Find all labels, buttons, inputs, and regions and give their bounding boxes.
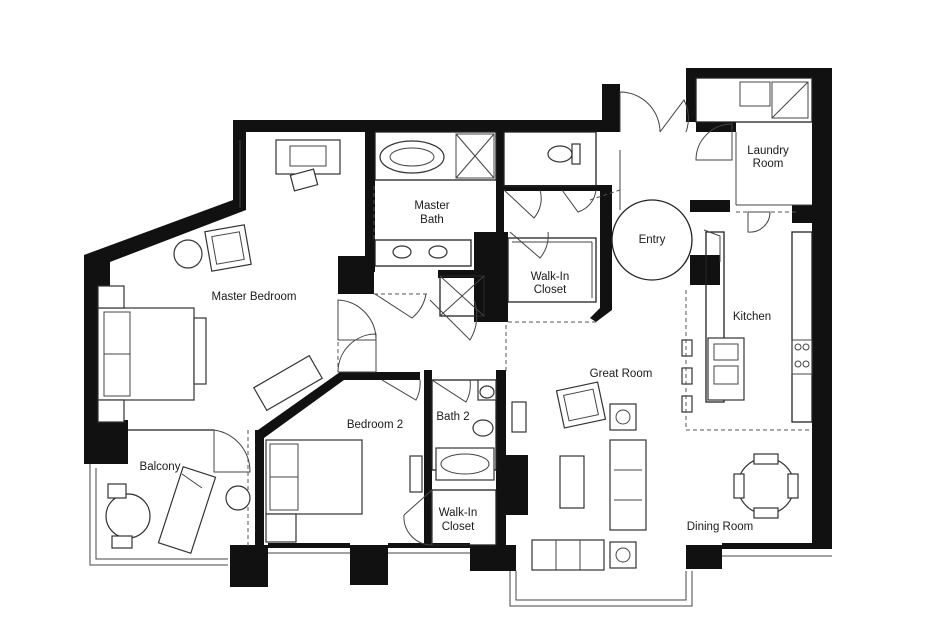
- bath-2-label: Bath 2: [436, 411, 469, 423]
- great-room-label: Great Room: [590, 368, 653, 380]
- dining-room-label: Dining Room: [687, 521, 753, 533]
- interior-lines: [89, 77, 832, 607]
- master-bath-label-line1: Master: [414, 200, 449, 212]
- structural-walls: [84, 68, 832, 587]
- door-swings: [213, 91, 771, 546]
- master-bedroom-label: Master Bedroom: [211, 291, 296, 303]
- furniture: [97, 139, 799, 571]
- walk-in-closet-2-label-line2: Closet: [442, 521, 475, 533]
- kitchen-label: Kitchen: [733, 311, 771, 323]
- walk-in-closet-2-label-line1: Walk-In: [439, 507, 478, 519]
- entry-label: Entry: [639, 234, 666, 246]
- laundry-room-label-line2: Room: [753, 158, 784, 170]
- walk-in-closet-1-label-line1: Walk-In: [531, 271, 570, 283]
- bedroom-2-label: Bedroom 2: [347, 419, 403, 431]
- room-labels: Laundry Room Master Bath Entry Walk-In C…: [140, 145, 789, 533]
- walk-in-closet-1-label-line2: Closet: [534, 284, 567, 296]
- entry-rotunda: [611, 199, 693, 281]
- master-bath-label-line2: Bath: [420, 214, 444, 226]
- laundry-room-label-line1: Laundry: [747, 145, 789, 157]
- balcony-label: Balcony: [140, 461, 181, 473]
